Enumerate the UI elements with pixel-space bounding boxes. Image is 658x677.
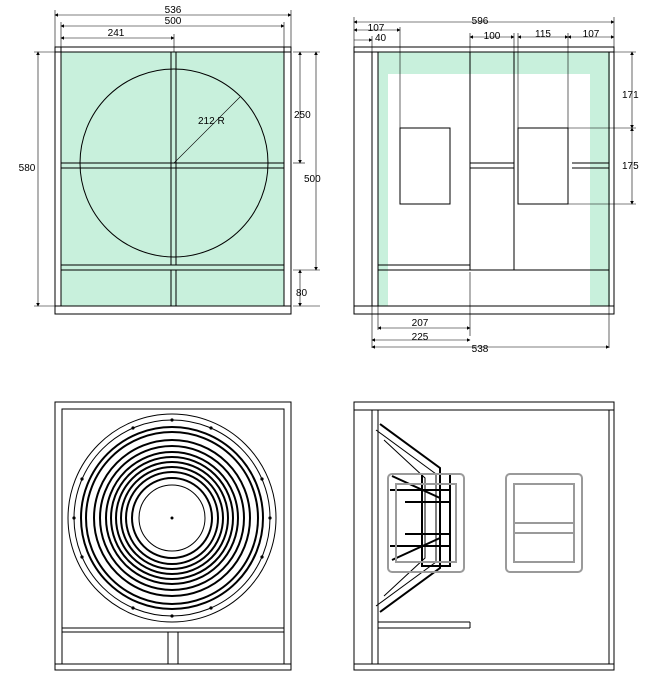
dim-front-thickness: 107 [368,23,385,34]
dim-port-gap: 100 [484,31,501,42]
dim-front-height: 500 [304,174,321,185]
front-outer-box [54,46,292,315]
dim-bottom-section: 80 [296,288,308,299]
side-render [353,401,615,671]
woofer-rings [67,413,277,623]
dim-overall-width: 536 [165,5,182,16]
dim-height: 580 [19,163,36,174]
dim-upper-half: 250 [294,110,311,121]
dim-baffle-offset: 40 [375,33,387,44]
side-port-right [517,127,569,205]
front-fill [61,52,284,306]
dim-port-width: 115 [535,29,551,40]
mounting-holes [72,418,272,618]
side-fill-rear [590,52,610,306]
side-outer-box [353,46,615,315]
port-right-render [505,473,583,573]
dim-top-gap: 171 [622,90,639,101]
front-render-outer [54,401,292,671]
dim-inner-width: 500 [165,16,182,27]
front-view: 536 500 241 212 R 580 250 500 80 [19,5,321,315]
front-render-inner [61,408,285,629]
dim-overall-depth: 596 [472,16,489,27]
side-render-outer [353,401,615,671]
dim-shelf-depth: 207 [412,318,429,329]
dim-rear-thickness: 107 [583,29,600,40]
dim-radius: 212 R [198,116,225,127]
dim-inner-depth-b: 538 [472,344,489,355]
port-left-render [387,473,465,573]
dim-center-offset: 241 [108,28,125,39]
dim-inner-depth-a: 225 [412,332,429,343]
side-fill-front [378,52,388,306]
side-fill-top [378,52,610,74]
side-view: 596 107 40 100 115 107 171 175 207 225 5… [353,16,639,355]
dim-port-height: 175 [622,161,639,172]
woofer-basket [375,423,451,613]
dust-cap [138,484,206,552]
front-render [54,401,292,671]
side-port-left [399,127,451,205]
